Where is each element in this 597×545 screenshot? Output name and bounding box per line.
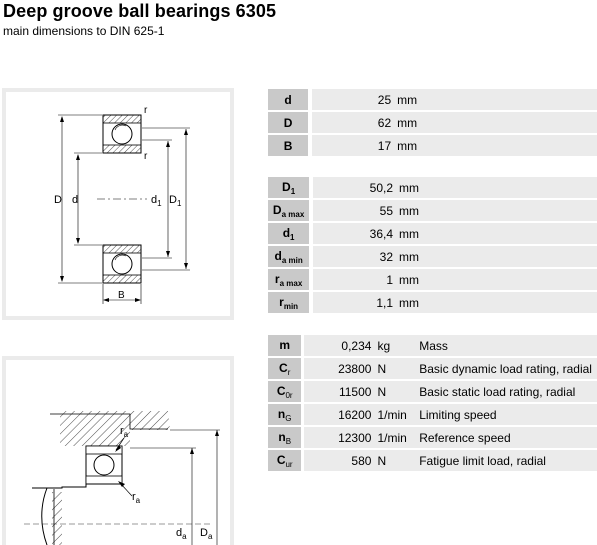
mounting-drawing-panel: ra ra da Da — [2, 356, 234, 545]
description-cell: Reference speed — [413, 427, 597, 448]
label-D: D — [54, 194, 62, 206]
value-cell: 62 — [311, 112, 394, 133]
label-r-mid: r — [144, 151, 148, 162]
table-row: d 25 mm — [268, 89, 597, 110]
table-row: C0r 11500 N Basic static load rating, ra… — [268, 381, 597, 402]
table-row: d1 36,4 mm — [268, 223, 597, 244]
unit-cell: 1/min — [373, 427, 414, 448]
unit-cell: mm — [395, 177, 437, 198]
table-row: Da max 55 mm — [268, 200, 597, 221]
value-cell: 36,4 — [312, 223, 396, 244]
description-cell: Mass — [413, 335, 597, 356]
table-row: B 17 mm — [268, 135, 597, 156]
table-row: nB 12300 1/min Reference speed — [268, 427, 597, 448]
symbol-cell: d1 — [268, 223, 310, 244]
symbol-cell: m — [268, 335, 302, 356]
symbol-cell: Cr — [268, 358, 302, 379]
value-cell: 50,2 — [312, 177, 396, 198]
description-cell — [436, 246, 597, 267]
value-cell: 25 — [311, 89, 394, 110]
bearing-section-drawing: r r D d d1 D1 B — [54, 105, 190, 304]
symbol-cell: ra max — [268, 269, 310, 290]
abutment-dimensions-table: D1 50,2 mm Da max 55 mm d1 36,4 mm da mi… — [268, 175, 597, 315]
value-cell: 0,234 — [303, 335, 374, 356]
description-cell — [436, 269, 597, 290]
description-cell — [436, 177, 597, 198]
table-row: rmin 1,1 mm — [268, 292, 597, 313]
description-cell: Basic dynamic load rating, radial — [413, 358, 597, 379]
label-ra-top: ra — [120, 425, 129, 439]
table-row: da min 32 mm — [268, 246, 597, 267]
table-row: D1 50,2 mm — [268, 177, 597, 198]
value-cell: 11500 — [303, 381, 374, 402]
unit-cell: mm — [395, 269, 437, 290]
label-d: d — [72, 194, 78, 206]
label-Da: Da — [200, 527, 213, 541]
bearing-drawing-panel: r r D d d1 D1 B — [2, 88, 234, 320]
unit-cell: N — [373, 358, 414, 379]
symbol-cell: C0r — [268, 381, 302, 402]
table-row: m 0,234 kg Mass — [268, 335, 597, 356]
value-cell: 17 — [311, 135, 394, 156]
description-cell — [434, 135, 597, 156]
description-cell — [434, 112, 597, 133]
description-cell — [436, 200, 597, 221]
label-B: B — [118, 290, 125, 301]
calculation-data-table: m 0,234 kg Mass Cr 23800 N Basic dynamic… — [268, 333, 597, 473]
description-cell: Fatigue limit load, radial — [413, 450, 597, 471]
value-cell: 12300 — [303, 427, 374, 448]
symbol-cell: D1 — [268, 177, 310, 198]
table-row: Cr 23800 N Basic dynamic load rating, ra… — [268, 358, 597, 379]
description-cell — [434, 89, 597, 110]
unit-cell: mm — [395, 292, 437, 313]
table-row: D 62 mm — [268, 112, 597, 133]
label-da: da — [176, 527, 187, 541]
unit-cell: mm — [395, 223, 437, 244]
symbol-cell: da min — [268, 246, 310, 267]
value-cell: 580 — [303, 450, 374, 471]
value-cell: 23800 — [303, 358, 374, 379]
unit-cell: mm — [395, 246, 437, 267]
value-cell: 16200 — [303, 404, 374, 425]
symbol-cell: B — [268, 135, 309, 156]
unit-cell: N — [373, 450, 414, 471]
mounting-drawing: ra ra da Da — [24, 411, 220, 545]
table-row: nG 16200 1/min Limiting speed — [268, 404, 597, 425]
label-r-top: r — [144, 105, 148, 116]
symbol-cell: d — [268, 89, 309, 110]
unit-cell: N — [373, 381, 414, 402]
label-d1: d1 — [151, 194, 162, 208]
value-cell: 32 — [312, 246, 396, 267]
value-cell: 55 — [312, 200, 396, 221]
unit-cell: mm — [393, 112, 435, 133]
unit-cell: mm — [393, 89, 435, 110]
description-cell — [436, 223, 597, 244]
unit-cell: kg — [373, 335, 414, 356]
symbol-cell: rmin — [268, 292, 310, 313]
unit-cell: mm — [393, 135, 435, 156]
table-row: Cur 580 N Fatigue limit load, radial — [268, 450, 597, 471]
symbol-cell: D — [268, 112, 309, 133]
unit-cell: 1/min — [373, 404, 414, 425]
description-cell — [436, 292, 597, 313]
symbol-cell: Da max — [268, 200, 310, 221]
description-cell: Basic static load rating, radial — [413, 381, 597, 402]
description-cell: Limiting speed — [413, 404, 597, 425]
table-row: ra max 1 mm — [268, 269, 597, 290]
label-ra-bottom: ra — [132, 491, 141, 505]
unit-cell: mm — [395, 200, 437, 221]
value-cell: 1,1 — [312, 292, 396, 313]
symbol-cell: Cur — [268, 450, 302, 471]
page-title: Deep groove ball bearings 6305 — [3, 1, 277, 21]
value-cell: 1 — [312, 269, 396, 290]
main-dimensions-table: d 25 mm D 62 mm B 17 mm — [268, 87, 597, 158]
page-subtitle: main dimensions to DIN 625-1 — [3, 24, 165, 38]
symbol-cell: nG — [268, 404, 302, 425]
symbol-cell: nB — [268, 427, 302, 448]
label-D1: D1 — [169, 194, 182, 208]
